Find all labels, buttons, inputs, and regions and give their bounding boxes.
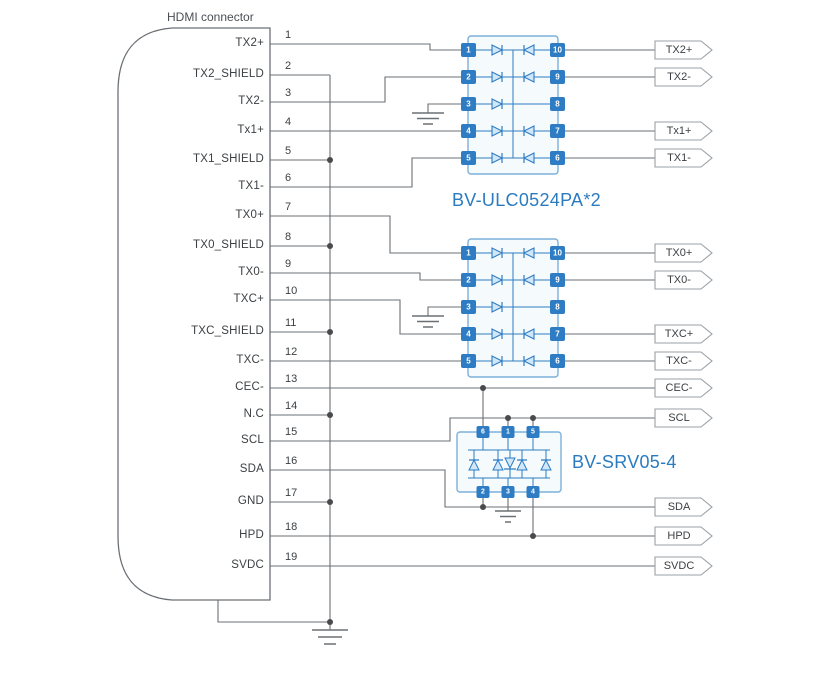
output-tag-label-11: SDA: [667, 501, 691, 513]
hdmi-pin-number-11: 11: [285, 317, 297, 329]
ground-symbols: [312, 112, 521, 645]
esd-ic1-right-pin-number-4: 7: [555, 126, 560, 136]
output-tag-label-6: TX0-: [667, 274, 691, 286]
esd-ic2-left-pin-number-5: 5: [466, 356, 471, 366]
hdmi-pin-number-10: 10: [285, 285, 298, 297]
hdmi-pin-label-3: TX2-: [238, 95, 264, 107]
esd-ic1-right-pin-number-3: 8: [555, 99, 560, 109]
hdmi-pin-label-11: TXC_SHIELD: [191, 325, 264, 337]
hdmi-pin-label-17: GND: [237, 495, 264, 507]
hdmi-pin-label-4: Tx1+: [237, 124, 264, 136]
output-tag-label-4: TX1-: [667, 152, 691, 164]
hdmi-pin-number-4: 4: [285, 116, 292, 128]
hdmi-pin-number-6: 6: [285, 172, 292, 184]
ground-icon: [495, 510, 521, 523]
hdmi-pin-number-19: 19: [285, 551, 298, 563]
hdmi-pin-number-3: 3: [285, 87, 292, 99]
hdmi-pin-label-12: TXC-: [236, 354, 264, 366]
hdmi-pin-number-15: 15: [285, 426, 298, 438]
hdmi-pin-number-5: 5: [285, 145, 292, 157]
tvs-bottom-pin-number-3: 4: [531, 488, 535, 496]
esd-ic1-right-pin-number-1: 10: [553, 45, 562, 55]
hdmi-pin-number-2: 2: [285, 60, 292, 72]
tvs-bottom-pin-number-2: 3: [506, 488, 510, 496]
output-tag-label-9: CEC-: [665, 382, 693, 394]
esd-ic2-right-pin-number-2: 9: [555, 275, 560, 285]
output-tag-label-12: HPD: [667, 530, 691, 542]
output-tag-label-7: TXC+: [664, 328, 694, 340]
output-tag-label-5: TX0+: [665, 247, 693, 259]
hdmi-pin-label-10: TXC+: [233, 293, 264, 305]
tvs-ic: [456, 426, 562, 498]
output-tag-label-3: Tx1+: [666, 125, 692, 137]
output-tag-label-13: SVDC: [663, 560, 695, 572]
junction-dots: [327, 157, 536, 625]
esd-ic2-right-pin-number-3: 8: [555, 302, 560, 312]
hdmi-pin-number-17: 17: [285, 487, 298, 499]
esd-ic2-left-pin-number-2: 2: [466, 275, 471, 285]
tvs-bottom-pin-number-1: 2: [481, 488, 485, 496]
output-tags: [654, 40, 713, 576]
hdmi-pin-label-19: SVDC: [231, 559, 264, 571]
esd-ic1-left-pin-number-1: 1: [466, 45, 471, 55]
esd-ic1-right-pin-number-5: 6: [555, 153, 560, 163]
hdmi-pin-label-14: N.C: [243, 408, 264, 420]
esd-ic-2: [461, 238, 565, 378]
hdmi-pin-number-18: 18: [285, 521, 298, 533]
hdmi-pin-label-5: TX1_SHIELD: [192, 153, 264, 165]
connector-title: HDMI connector: [167, 10, 254, 24]
esd-ic-1: [461, 35, 565, 175]
hdmi-connector-outline: [117, 27, 271, 601]
esd-ic1-left-pin-number-2: 2: [466, 72, 471, 82]
esd-ic1-right-pin-number-2: 9: [555, 72, 560, 82]
esd-ic1-left-pin-number-3: 3: [466, 99, 471, 109]
hdmi-pin-label-13: CEC-: [235, 381, 264, 393]
output-tag-label-2: TX2-: [667, 71, 691, 83]
diode-icons: [491, 247, 535, 367]
hdmi-pin-label-15: SCL: [241, 434, 264, 446]
hdmi-pin-label-2: TX2_SHIELD: [192, 68, 264, 80]
esd-array-label: BV-ULC0524PA*2: [452, 190, 601, 210]
diode-icons: [468, 457, 552, 471]
wires: [217, 43, 655, 630]
ground-icon: [412, 112, 444, 125]
hdmi-pin-number-1: 1: [285, 29, 292, 41]
hdmi-pin-number-8: 8: [285, 231, 292, 243]
hdmi-pin-number-13: 13: [285, 373, 298, 385]
output-tag-label-8: TXC-: [666, 355, 692, 367]
hdmi-pin-number-12: 12: [285, 346, 298, 358]
diode-icons: [491, 44, 535, 164]
tvs-top-pin-number-1: 6: [481, 428, 485, 436]
hdmi-pin-number-7: 7: [285, 201, 292, 213]
esd-ic2-right-pin-number-5: 6: [555, 356, 560, 366]
esd-ic2-left-pin-number-1: 1: [466, 248, 471, 258]
tvs-array-label: BV-SRV05-4: [572, 452, 677, 472]
esd-ic1-left-pin-number-4: 4: [466, 126, 471, 136]
hdmi-pin-label-6: TX1-: [238, 180, 264, 192]
hdmi-pin-number-14: 14: [285, 400, 298, 412]
esd-ic2-right-pin-number-1: 10: [553, 248, 562, 258]
hdmi-pin-label-1: TX2+: [235, 37, 264, 49]
output-tag-label-1: TX2+: [665, 44, 693, 56]
esd-ic2-right-pin-number-4: 7: [555, 329, 560, 339]
ground-icon: [412, 315, 444, 328]
tvs-top-pin-number-2: 1: [506, 428, 510, 436]
ground-icon: [312, 629, 348, 645]
hdmi-pin-label-16: SDA: [239, 463, 264, 475]
hdmi-pin-number-9: 9: [285, 258, 292, 270]
hdmi-pin-label-7: TX0+: [235, 209, 264, 221]
esd-ic2-left-pin-number-4: 4: [466, 329, 471, 339]
esd-ic2-left-pin-number-3: 3: [466, 302, 471, 312]
hdmi-pin-number-16: 16: [285, 455, 298, 467]
hdmi-pin-label-8: TX0_SHIELD: [192, 239, 264, 251]
hdmi-pin-label-9: TX0-: [238, 266, 264, 278]
tvs-top-pin-number-3: 5: [531, 428, 535, 436]
hdmi-pin-label-18: HPD: [239, 529, 264, 541]
output-tag-label-10: SCL: [668, 412, 690, 424]
esd-ic1-left-pin-number-5: 5: [466, 153, 471, 163]
